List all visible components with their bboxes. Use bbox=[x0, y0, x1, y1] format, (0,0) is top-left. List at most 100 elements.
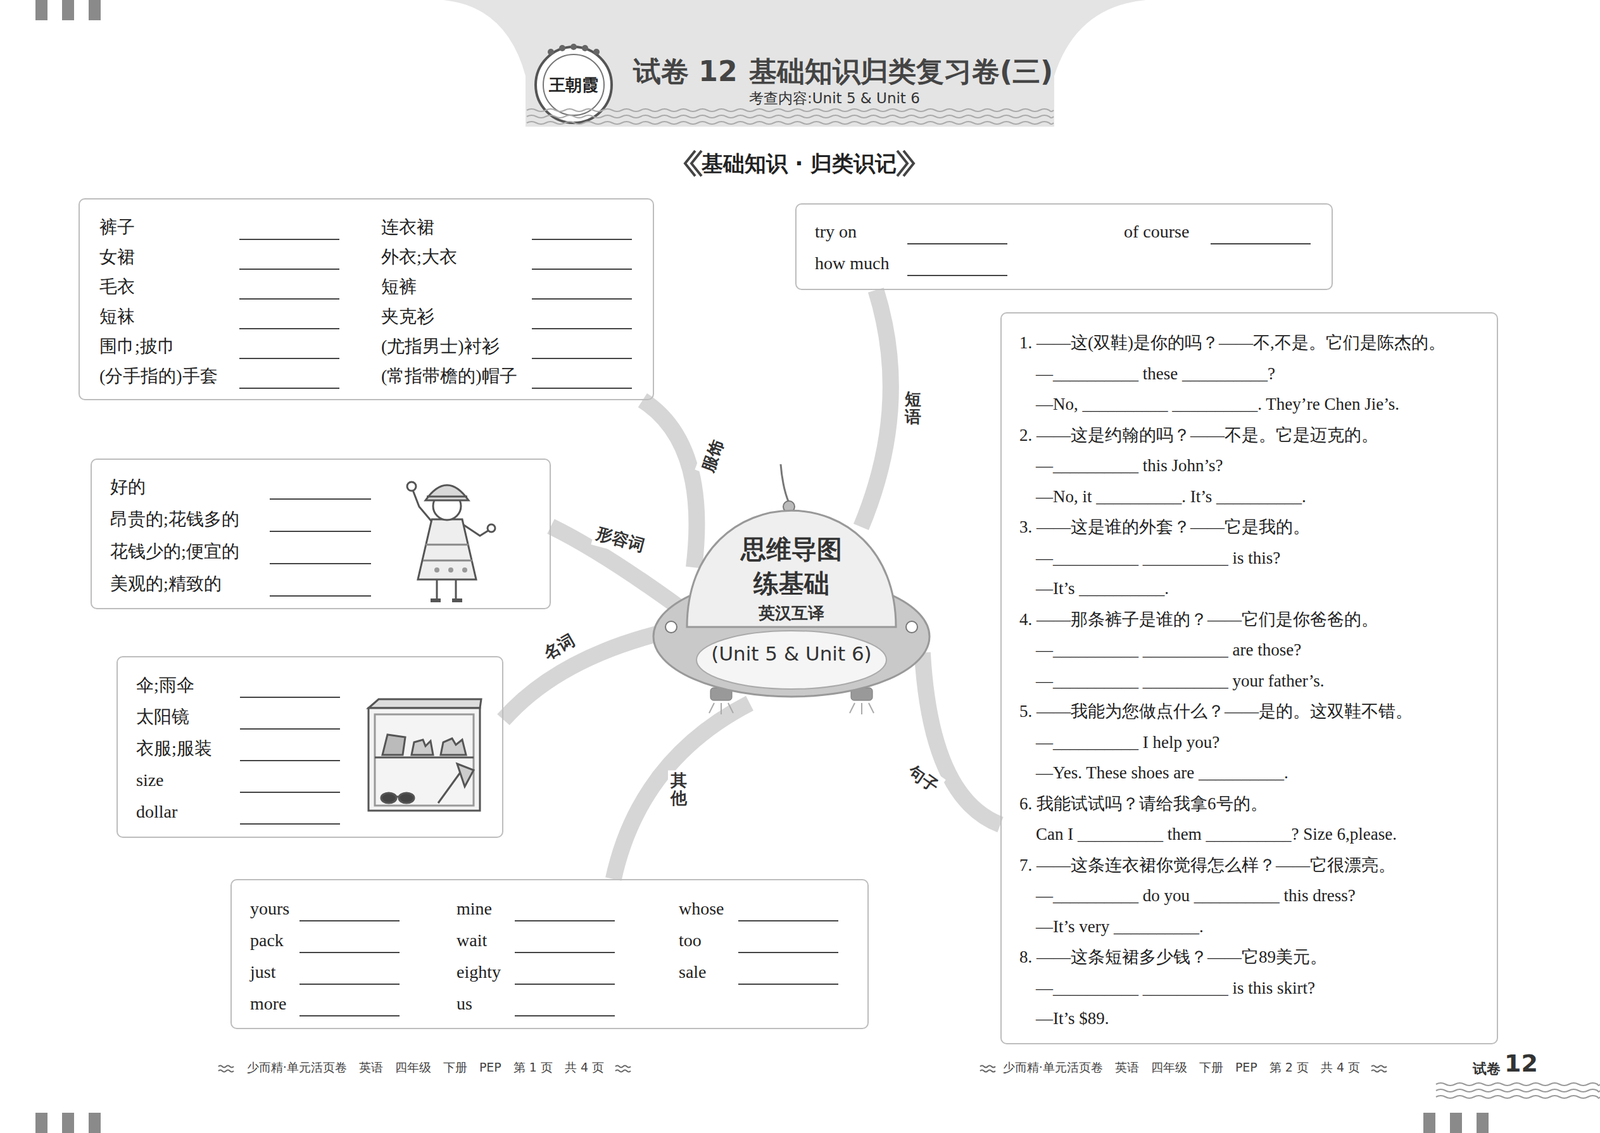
sentence-line: 7. ——这条连衣裙你觉得怎么样？——它很漂亮。 bbox=[1019, 849, 1488, 881]
answer-blank bbox=[531, 368, 632, 389]
vocab-item: wait bbox=[456, 924, 615, 957]
sentence-line: —__________ do you __________ this dress… bbox=[1019, 880, 1488, 912]
vocab-text: try on bbox=[814, 221, 908, 242]
branch-label: 服饰 bbox=[694, 433, 731, 479]
logo-badge-part bbox=[543, 54, 605, 116]
girl-illustration-part bbox=[407, 481, 416, 491]
corner-bars bbox=[35, 0, 1489, 1133]
sentence-line: 1. ——这(双鞋)是你的吗？——不,不是。它们是陈杰的。 bbox=[1019, 327, 1488, 359]
wave-line bbox=[526, 115, 1054, 118]
ufo-text-stack: 思维导图 练基础英汉互译(Unit 5 & Unit 6) bbox=[652, 506, 931, 667]
vocab-item: 裤子 bbox=[99, 212, 340, 242]
girl-illustration-part bbox=[448, 567, 454, 573]
vocab-text: 太阳镜 bbox=[136, 704, 240, 729]
answer-blank bbox=[514, 932, 615, 953]
girl-illustration-part bbox=[422, 544, 473, 561]
sentence-line: —__________ these __________? bbox=[1019, 358, 1488, 390]
vocab-text: yours bbox=[250, 898, 300, 919]
sentence-line: —It’s $89. bbox=[1019, 1002, 1488, 1034]
vocab-text: 裤子 bbox=[99, 215, 240, 240]
logo-badge-part bbox=[570, 43, 577, 51]
page-title: 基础知识归类复习卷(三) bbox=[749, 53, 1053, 91]
sentence-line: 3. ——这是谁的外套？——它是我的。 bbox=[1019, 511, 1488, 543]
shop-shelf-illustration-part bbox=[374, 714, 474, 806]
vocab-item: 毛衣 bbox=[99, 271, 340, 302]
branch-band bbox=[861, 289, 891, 527]
corner-bars-part bbox=[1476, 1112, 1489, 1133]
vocab-item: (常指带檐的)帽子 bbox=[381, 360, 632, 391]
vocab-item: dollar bbox=[136, 795, 341, 828]
corner-bars-part bbox=[62, 0, 75, 21]
answer-blank bbox=[514, 995, 615, 1017]
vocab-item: 衣服;服装 bbox=[136, 732, 341, 765]
vocab-text: 夹克衫 bbox=[381, 304, 532, 329]
sentence-line: —No, it __________. It’s __________. bbox=[1019, 481, 1488, 513]
shop-shelf-illustration-part bbox=[368, 707, 480, 811]
answer-blank bbox=[531, 338, 632, 360]
corner-tag-number: 12 bbox=[1504, 1049, 1538, 1078]
vocab-text: 衣服;服装 bbox=[136, 736, 240, 761]
corner-bars-part bbox=[35, 0, 48, 21]
sentence-line: Can I __________ them __________? Size 6… bbox=[1019, 818, 1488, 850]
sentence-line: —It’s __________. bbox=[1019, 573, 1488, 605]
answer-blank bbox=[907, 255, 1008, 277]
vocab-item: 女裙 bbox=[99, 241, 340, 272]
vocab-text: (常指带檐的)帽子 bbox=[381, 364, 532, 389]
logo-badge-part bbox=[581, 44, 589, 52]
vocab-item: 外衣;大衣 bbox=[381, 241, 632, 272]
wave-line bbox=[615, 1070, 631, 1072]
shop-shelf-illustration-part bbox=[411, 739, 434, 755]
sentence-line: 6. 我能试试吗？请给我拿6号的。 bbox=[1019, 788, 1488, 820]
wave-line bbox=[980, 1070, 996, 1072]
branch-band bbox=[613, 702, 750, 879]
answer-blank bbox=[269, 543, 372, 565]
branch-band bbox=[503, 631, 664, 720]
vocab-item: too bbox=[678, 924, 839, 957]
shop-shelf-illustration-part bbox=[368, 699, 482, 708]
branch-band bbox=[922, 652, 1001, 825]
vocab-item: 短袜 bbox=[99, 301, 340, 332]
vocab-text: mine bbox=[456, 898, 515, 919]
vocab-box: 裤子连衣裙女裙外衣;大衣毛衣短裤短袜夹克衫围巾;披巾(尤指男士)衬衫(分手指的)… bbox=[78, 198, 655, 401]
sentence-line: —__________ __________ is this skirt? bbox=[1019, 972, 1488, 1004]
vocab-box: try on of course how much bbox=[795, 203, 1333, 290]
ufo-text: (Unit 5 & Unit 6) bbox=[711, 640, 872, 667]
vocab-text: 毛衣 bbox=[99, 274, 240, 299]
vocab-text: how much bbox=[814, 253, 908, 274]
vocab-text: more bbox=[250, 993, 300, 1014]
vocab-text: just bbox=[250, 961, 300, 983]
sentence-box: 1. ——这(双鞋)是你的吗？——不,不是。它们是陈杰的。—__________… bbox=[1000, 312, 1499, 1045]
sentence-line: 2. ——这是约翰的吗？——不是。它是迈克的。 bbox=[1019, 419, 1488, 451]
vocab-text: 好的 bbox=[110, 474, 270, 499]
section-heading: 基础知识 · 归类识记 bbox=[701, 149, 898, 179]
sentence-line: —__________ this John’s? bbox=[1019, 450, 1488, 482]
answer-blank bbox=[239, 368, 340, 389]
page-footer: 少而精·单元活页卷 英语 四年级 下册 PEP 第 2 页 共 4 页 bbox=[1002, 1059, 1361, 1076]
ufo-dome bbox=[686, 510, 896, 627]
vocab-text: wait bbox=[456, 930, 515, 951]
sentence-line: —__________ __________ is this? bbox=[1019, 542, 1488, 574]
ufo-light bbox=[665, 621, 677, 633]
vocab-item: pack bbox=[250, 924, 400, 957]
sentence-line: —No, __________ __________. They’re Chen… bbox=[1019, 388, 1488, 420]
vocab-text: 围巾;披巾 bbox=[99, 334, 240, 359]
vocab-text: of course bbox=[1123, 221, 1211, 242]
ufo-center-node: 思维导图 练基础英汉互译(Unit 5 & Unit 6) bbox=[652, 506, 931, 710]
shop-shelf-illustration-part bbox=[396, 795, 399, 798]
vocab-text: eighty bbox=[456, 961, 515, 983]
paper-number: 试卷 12 bbox=[633, 53, 738, 91]
answer-blank bbox=[239, 709, 341, 730]
sentence-line: —Yes. These shoes are __________. bbox=[1019, 757, 1488, 789]
vocab-item: 太阳镜 bbox=[136, 700, 341, 733]
vocab-text: (分手指的)手套 bbox=[99, 364, 240, 389]
vocab-text: too bbox=[678, 930, 739, 951]
vocab-text: 女裙 bbox=[99, 245, 240, 270]
girl-illustration-part bbox=[462, 567, 468, 573]
heading-brackets-part bbox=[897, 150, 908, 177]
sentence-line: —__________ I help you? bbox=[1019, 726, 1488, 758]
vocab-item: size bbox=[136, 764, 341, 796]
vocab-text: dollar bbox=[136, 801, 240, 822]
answer-blank bbox=[239, 279, 340, 300]
wave-line bbox=[1436, 1082, 1600, 1086]
